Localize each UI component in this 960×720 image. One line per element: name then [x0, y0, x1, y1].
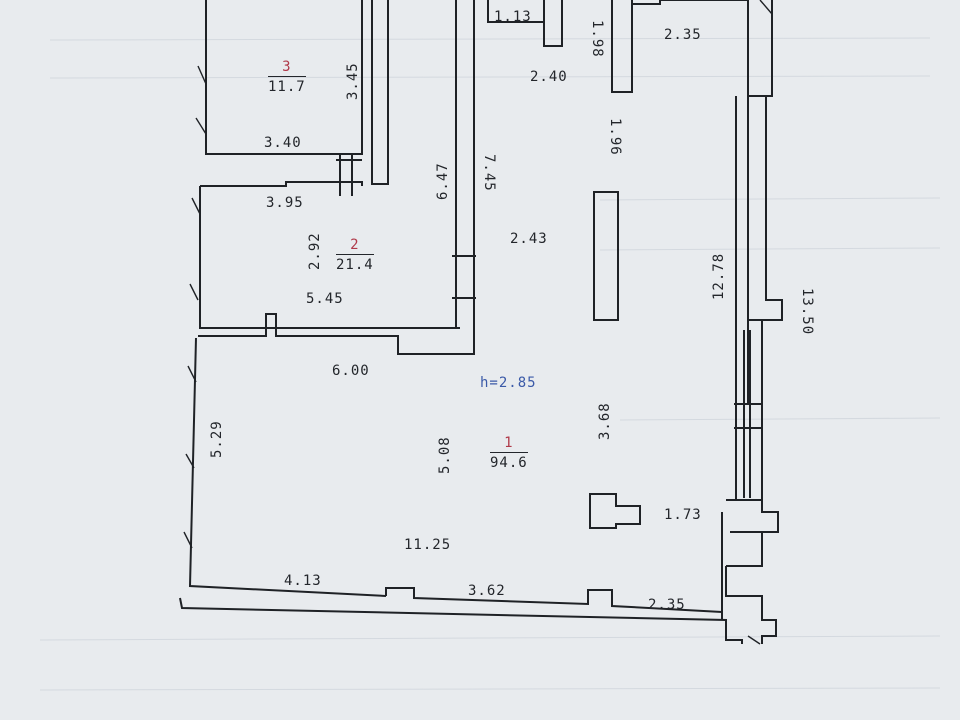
- dim-main-5-08: 5.08: [437, 436, 453, 474]
- dim-right-13-50: 13.50: [799, 288, 815, 336]
- dim-r2-bottom: 5.45: [306, 291, 344, 307]
- dim-main-left: 5.29: [209, 420, 225, 458]
- dim-mid-2-43: 2.43: [510, 231, 548, 247]
- dim-corridor-b: 7.45: [481, 154, 497, 192]
- room-1-label: 1 94.6: [490, 436, 528, 470]
- room-3-label: 3 11.7: [268, 60, 306, 94]
- dim-corridor-a: 6.47: [435, 162, 451, 200]
- dim-bottom-3-62: 3.62: [468, 583, 506, 599]
- dim-bottom-2-35: 2.35: [648, 597, 686, 613]
- wall-ticks: [183, 0, 773, 645]
- dim-r3-width: 3.40: [264, 135, 302, 151]
- paper-bleed-lines: [39, 37, 941, 691]
- room-1-area: 94.6: [490, 455, 528, 471]
- ceiling-height-label: h=2.85: [480, 375, 537, 391]
- dim-mid-1-96: 1.96: [607, 118, 623, 156]
- dim-main-top: 6.00: [332, 363, 370, 379]
- dim-right-12-78: 12.78: [711, 252, 727, 300]
- dim-top-2-35: 2.35: [664, 27, 702, 43]
- dim-top-2-40: 2.40: [530, 69, 568, 85]
- dim-r2-height: 2.92: [307, 232, 323, 270]
- walls: [179, 0, 783, 644]
- room-2-label: 2 21.4: [336, 238, 374, 272]
- dim-r3-height: 3.45: [345, 62, 361, 100]
- dim-bottom-4-13: 4.13: [284, 573, 322, 589]
- room-3-area: 11.7: [268, 79, 306, 95]
- dim-main-width: 11.25: [404, 537, 452, 553]
- dim-main-3-68: 3.68: [597, 402, 613, 440]
- room-2-area: 21.4: [336, 257, 374, 273]
- room-1-number: 1: [490, 436, 528, 453]
- dim-top-1-98: 1.98: [589, 20, 605, 58]
- room-3-number: 3: [268, 60, 306, 77]
- room-2-number: 2: [336, 238, 374, 255]
- dim-top-1-13: 1.13: [494, 9, 532, 25]
- dim-r2-top: 3.95: [266, 195, 304, 211]
- dim-main-1-73: 1.73: [664, 507, 702, 523]
